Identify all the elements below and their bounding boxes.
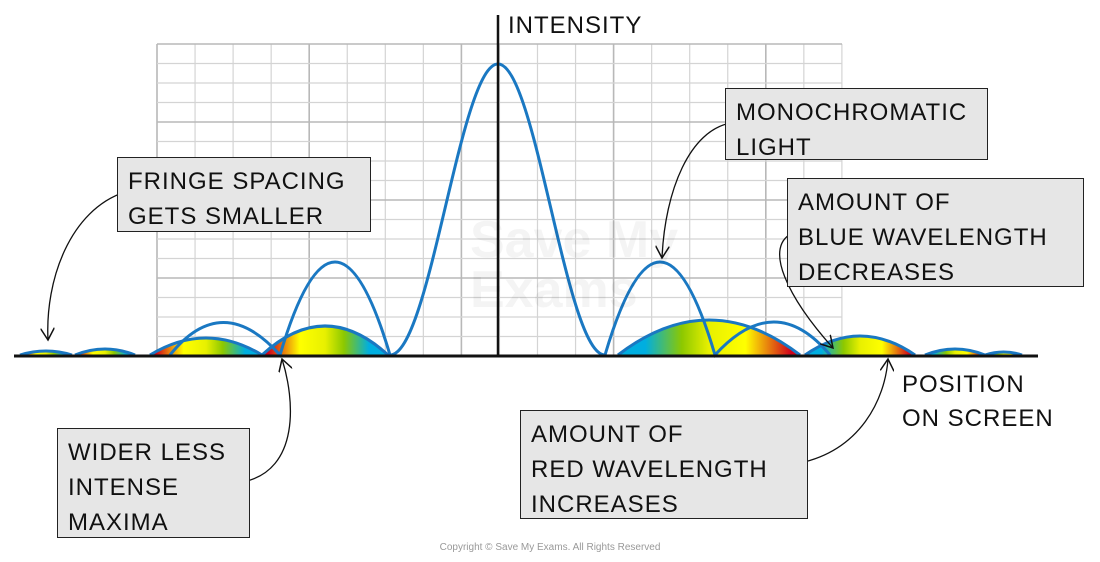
maximum-outline — [19, 349, 73, 357]
label-blue-wavelength: AMOUNT OF BLUE WAVELENGTH DECREASES — [787, 178, 1084, 287]
label-red-wavelength: AMOUNT OF RED WAVELENGTH INCREASES — [520, 410, 808, 519]
arrow-red — [799, 359, 888, 464]
arrow-blue — [778, 231, 833, 348]
maximum-outline — [924, 347, 986, 357]
copyright: Copyright © Save My Exams. All Rights Re… — [439, 542, 661, 553]
label-wider-maxima: WIDER LESS INTENSE MAXIMA — [57, 428, 250, 538]
arrow-mono — [662, 122, 732, 258]
maximum-outline — [984, 350, 1023, 357]
maximum-outline — [260, 324, 390, 357]
maximum-outline — [804, 334, 916, 357]
maximum-outline — [74, 347, 136, 357]
watermark-logo: Save My Exams — [470, 214, 678, 316]
maximum-outline — [149, 336, 263, 357]
y-axis-label: INTENSITY — [508, 12, 643, 39]
arrow-wider — [242, 359, 290, 483]
label-monochromatic: MONOCHROMATIC LIGHT — [725, 88, 988, 161]
arrow-fringe — [48, 191, 126, 340]
label-fringe-spacing: FRINGE SPACING GETS SMALLER — [117, 157, 371, 232]
maximum-outline — [617, 318, 801, 357]
x-axis-label: POSITION ON SCREEN — [902, 371, 1054, 432]
polychromatic-maxima — [19, 318, 1023, 357]
